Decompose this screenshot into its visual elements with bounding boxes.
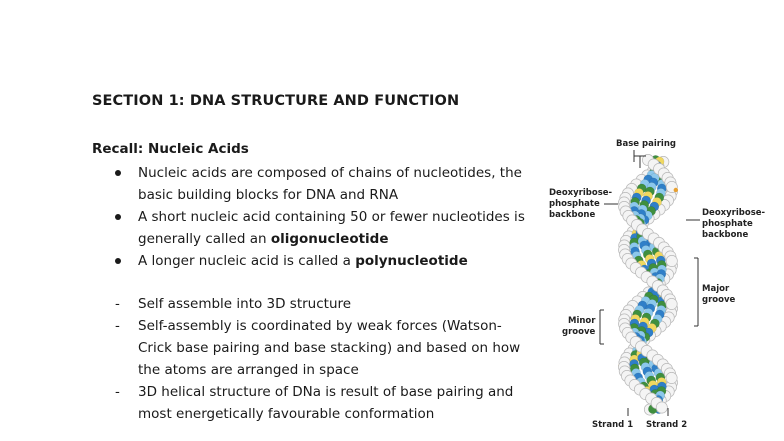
dash-list: Self assemble into 3D structure Self-ass…	[115, 293, 535, 425]
backbone-atom	[665, 372, 678, 384]
label-backbone-left: Deoxyribose-	[549, 188, 613, 198]
base-pairing-bracket	[633, 150, 646, 168]
recall-heading: Recall: Nucleic Acids	[92, 141, 249, 157]
bullet-list: Nucleic acids are composed of chains of …	[115, 162, 535, 272]
label-backbone-right: Deoxyribose-	[702, 208, 766, 218]
dna-helix-illustration: Base pairing Deoxyribose- phosphate back…	[549, 139, 766, 430]
label-minor-groove: Minor	[568, 316, 596, 326]
dash-item: 3D helical structure of DNa is result of…	[115, 381, 535, 425]
bullet-text: A short nucleic acid containing 50 or fe…	[138, 209, 525, 247]
backbone-atom	[655, 401, 668, 414]
label-major-groove: groove	[702, 295, 735, 305]
label-backbone-right: phosphate	[702, 219, 753, 229]
backbone-atom	[665, 298, 678, 310]
bullet-text: Nucleic acids are composed of chains of …	[138, 165, 522, 203]
bullet-item: A longer nucleic acid is called a polynu…	[115, 250, 535, 272]
term-oligonucleotide: oligonucleotide	[270, 231, 389, 247]
helix-body	[618, 154, 678, 416]
term-polynucleotide: polynucleotide	[355, 253, 468, 269]
label-backbone-left: phosphate	[549, 199, 600, 209]
label-backbone-left: backbone	[549, 210, 595, 220]
label-strand-2: Strand 2	[646, 420, 687, 430]
page-title: SECTION 1: DNA STRUCTURE AND FUNCTION	[92, 93, 460, 109]
dna-double-helix-figure: Base pairing Deoxyribose- phosphate back…	[540, 130, 780, 438]
label-major-groove: Major	[702, 284, 730, 294]
label-backbone-right: backbone	[702, 230, 748, 240]
bullet-text: A longer nucleic acid is called a	[138, 253, 351, 269]
dash-item: Self assemble into 3D structure	[115, 293, 535, 315]
label-base-pairing: Base pairing	[616, 139, 676, 149]
minor-groove-bracket	[599, 309, 604, 345]
backbone-atom	[665, 255, 678, 267]
bullet-item: Nucleic acids are composed of chains of …	[115, 162, 535, 206]
phosphate-atom	[673, 187, 678, 193]
major-groove-bracket	[694, 257, 699, 327]
label-minor-groove: groove	[562, 327, 595, 337]
label-strand-1: Strand 1	[592, 420, 633, 430]
dash-item: Self-assembly is coordinated by weak for…	[115, 315, 535, 381]
bullet-item: A short nucleic acid containing 50 or fe…	[115, 206, 535, 250]
